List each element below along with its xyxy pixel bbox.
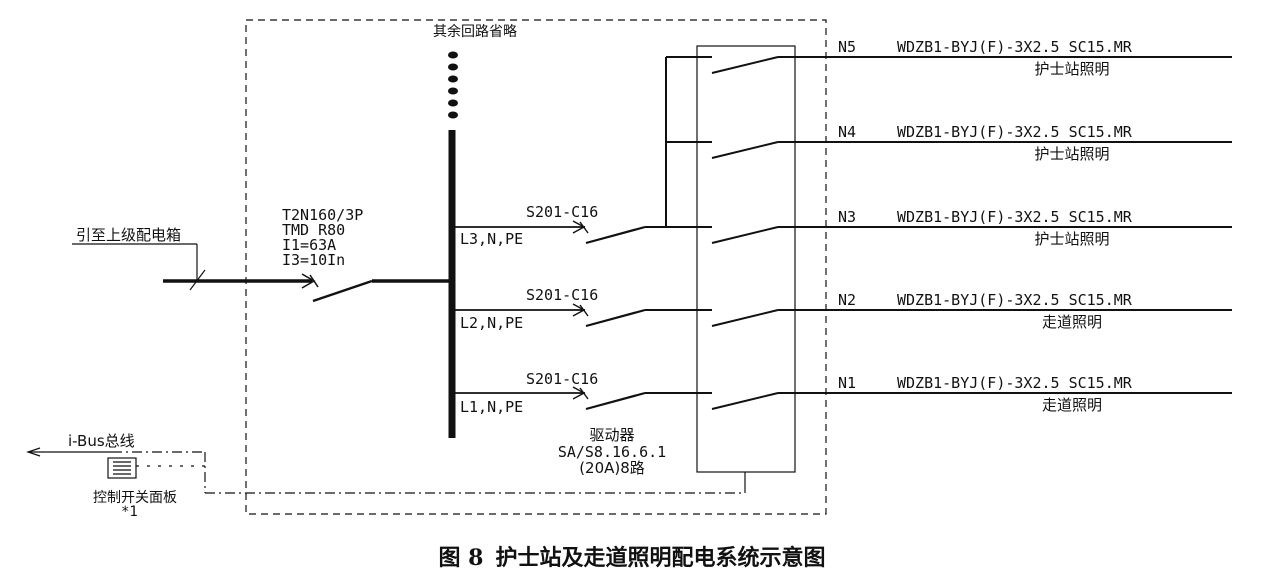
circuit-load-n3: 护士站照明 bbox=[1034, 230, 1109, 248]
actuator-box bbox=[696, 45, 796, 473]
omission-dots bbox=[448, 51, 458, 119]
circuit-cable-n3: WDZB1-BYJ(F)-3X2.5 SC15.MR bbox=[897, 208, 1133, 226]
outgoing-circuit-n2 bbox=[711, 309, 1232, 327]
circuit-id-n5: N5 bbox=[838, 38, 856, 56]
control-panel-note: *1 bbox=[121, 504, 138, 520]
circuit-load-n4: 护士站照明 bbox=[1034, 145, 1109, 163]
incoming-label: 引至上级配电箱 bbox=[76, 226, 181, 244]
ibus-label: i-Bus总线 bbox=[68, 432, 135, 450]
outgoing-circuit-n4 bbox=[711, 141, 1232, 159]
distribution-box-enclosure bbox=[245, 19, 827, 515]
l3-riser bbox=[665, 56, 712, 227]
branch-circuit-l1 bbox=[452, 386, 712, 411]
circuit-id-n3: N3 bbox=[838, 208, 856, 226]
main-breaker-i3: I3=10In bbox=[282, 251, 345, 269]
branch-breaker-l2: S201-C16 bbox=[526, 286, 598, 304]
actuator-rating: (20A)8路 bbox=[579, 459, 645, 477]
distribution-system-diagram: 其余回路省略 引至上级配电箱 T2N160/3P TMD R80 I1=63A … bbox=[26, 19, 1232, 520]
circuit-id-n1: N1 bbox=[838, 374, 856, 392]
control-panel-label: 控制开关面板 bbox=[93, 490, 177, 506]
ibus-line bbox=[26, 447, 746, 494]
omitted-circuits-note: 其余回路省略 bbox=[433, 23, 517, 40]
circuit-cable-n2: WDZB1-BYJ(F)-3X2.5 SC15.MR bbox=[897, 291, 1133, 309]
circuit-cable-n5: WDZB1-BYJ(F)-3X2.5 SC15.MR bbox=[897, 38, 1133, 56]
main-breaker-symbol bbox=[301, 273, 452, 303]
branch-breaker-l1: S201-C16 bbox=[526, 370, 598, 388]
actuator-name: 驱动器 bbox=[589, 426, 634, 444]
outgoing-circuit-n3 bbox=[711, 226, 1232, 244]
actuator-model: SA/S8.16.6.1 bbox=[558, 443, 666, 461]
branch-phase-l3: L3,N,PE bbox=[460, 230, 523, 248]
circuit-cable-n4: WDZB1-BYJ(F)-3X2.5 SC15.MR bbox=[897, 123, 1133, 141]
figure-title: 护士站及走道照明配电系统示意图 bbox=[495, 545, 826, 571]
figure-number: 图 8 bbox=[438, 545, 484, 571]
outgoing-circuit-n5 bbox=[711, 56, 1232, 74]
main-breaker-trip-unit: TMD R80 bbox=[282, 221, 345, 239]
circuit-cable-n1: WDZB1-BYJ(F)-3X2.5 SC15.MR bbox=[897, 374, 1133, 392]
incoming-cable-tick bbox=[189, 269, 206, 291]
circuit-load-n2: 走道照明 bbox=[1042, 313, 1102, 331]
branch-phase-l1: L1,N,PE bbox=[460, 398, 523, 416]
circuit-load-n5: 护士站照明 bbox=[1034, 60, 1109, 78]
branch-breaker-l3: S201-C16 bbox=[526, 203, 598, 221]
branch-circuit-l3 bbox=[452, 220, 712, 245]
control-panel-icon bbox=[107, 457, 137, 479]
circuit-id-n4: N4 bbox=[838, 123, 856, 141]
circuit-load-n1: 走道照明 bbox=[1042, 396, 1102, 414]
main-breaker-i1: I1=63A bbox=[282, 236, 336, 254]
main-breaker-model: T2N160/3P bbox=[282, 206, 363, 224]
figure-caption: 图 8 护士站及走道照明配电系统示意图 bbox=[0, 540, 1264, 572]
branch-phase-l2: L2,N,PE bbox=[460, 314, 523, 332]
circuit-id-n2: N2 bbox=[838, 291, 856, 309]
branch-circuit-l2 bbox=[452, 303, 712, 328]
outgoing-circuit-n1 bbox=[711, 392, 1232, 410]
